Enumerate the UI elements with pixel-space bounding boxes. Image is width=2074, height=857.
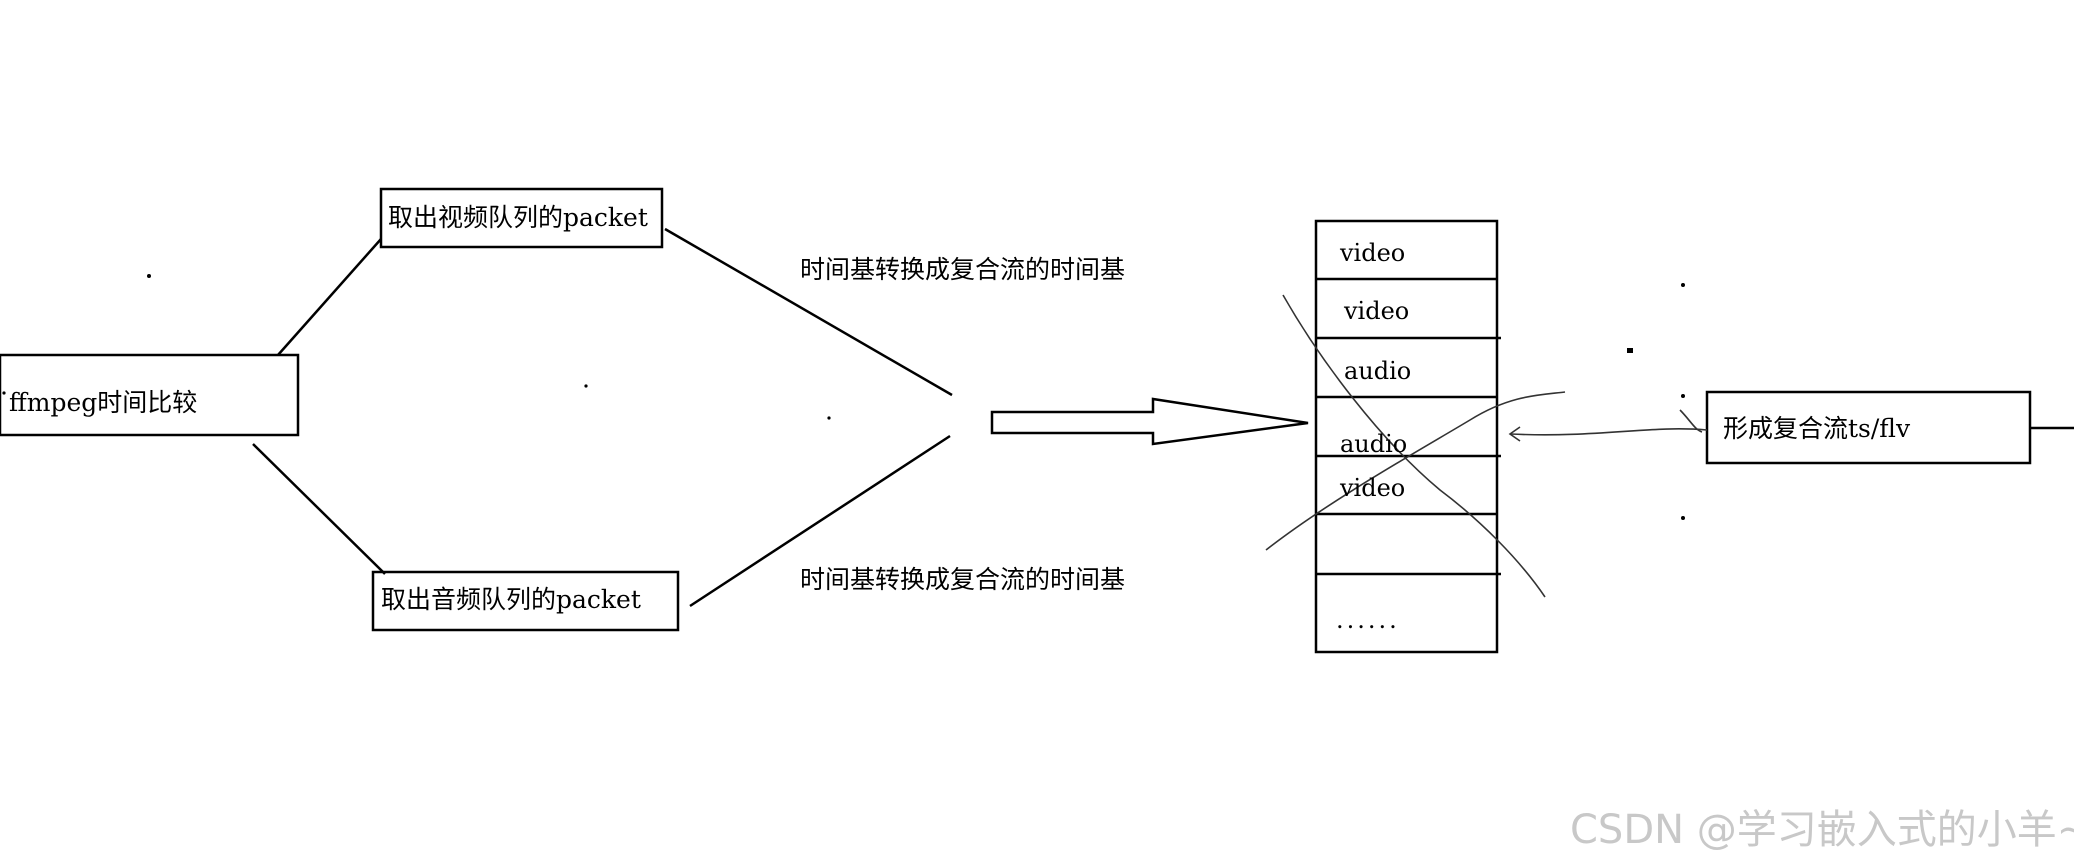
stray-dot <box>1681 394 1685 398</box>
video-box-label: 取出视频队列的packet <box>388 203 648 232</box>
watermark: CSDN @学习嵌入式的小羊~ <box>1570 807 2074 853</box>
queue-cell-label: video <box>1340 474 1406 502</box>
audio-packet-box <box>371 570 680 632</box>
queue-cell-label: audio <box>1344 357 1412 385</box>
audio-box-label: 取出音频队列的packet <box>381 585 641 614</box>
cross-stroke <box>1282 294 1546 598</box>
timebase-note-bottom: 时间基转换成复合流的时间基 <box>800 565 1126 594</box>
stray-dot <box>147 274 151 278</box>
connector-video-to-merge <box>664 227 953 397</box>
stray-dot <box>1681 283 1685 287</box>
output-to-queue-arrow <box>1509 428 1708 436</box>
queue-cell-label: video <box>1340 239 1406 267</box>
stray-dot <box>2 391 6 395</box>
connector-audio-to-merge <box>689 434 951 608</box>
output-box-label: 形成复合流ts/flv <box>1723 414 1911 443</box>
root-box-label: ffmpeg时间比较 <box>9 388 198 417</box>
queue-cell-label: audio <box>1340 430 1408 458</box>
connector-root-to-audio <box>252 443 386 575</box>
scribble <box>1679 409 1703 433</box>
queue-column <box>1314 219 1499 654</box>
timebase-note-top: 时间基转换成复合流的时间基 <box>800 255 1126 284</box>
merge-arrow <box>990 397 1309 446</box>
connector-root-to-video <box>277 238 382 356</box>
queue-cell-label: video <box>1344 297 1410 325</box>
stray-dot <box>1681 516 1685 520</box>
queue-cell-label: ...... <box>1336 606 1400 634</box>
stray-dot <box>584 384 588 388</box>
arrow-head <box>1508 426 1521 442</box>
video-packet-box <box>379 187 664 249</box>
stray-dot <box>827 416 831 420</box>
output-box <box>1705 390 2032 465</box>
root-box <box>0 353 300 437</box>
stray-dot <box>1627 348 1633 353</box>
cross-stroke <box>1265 391 1566 551</box>
